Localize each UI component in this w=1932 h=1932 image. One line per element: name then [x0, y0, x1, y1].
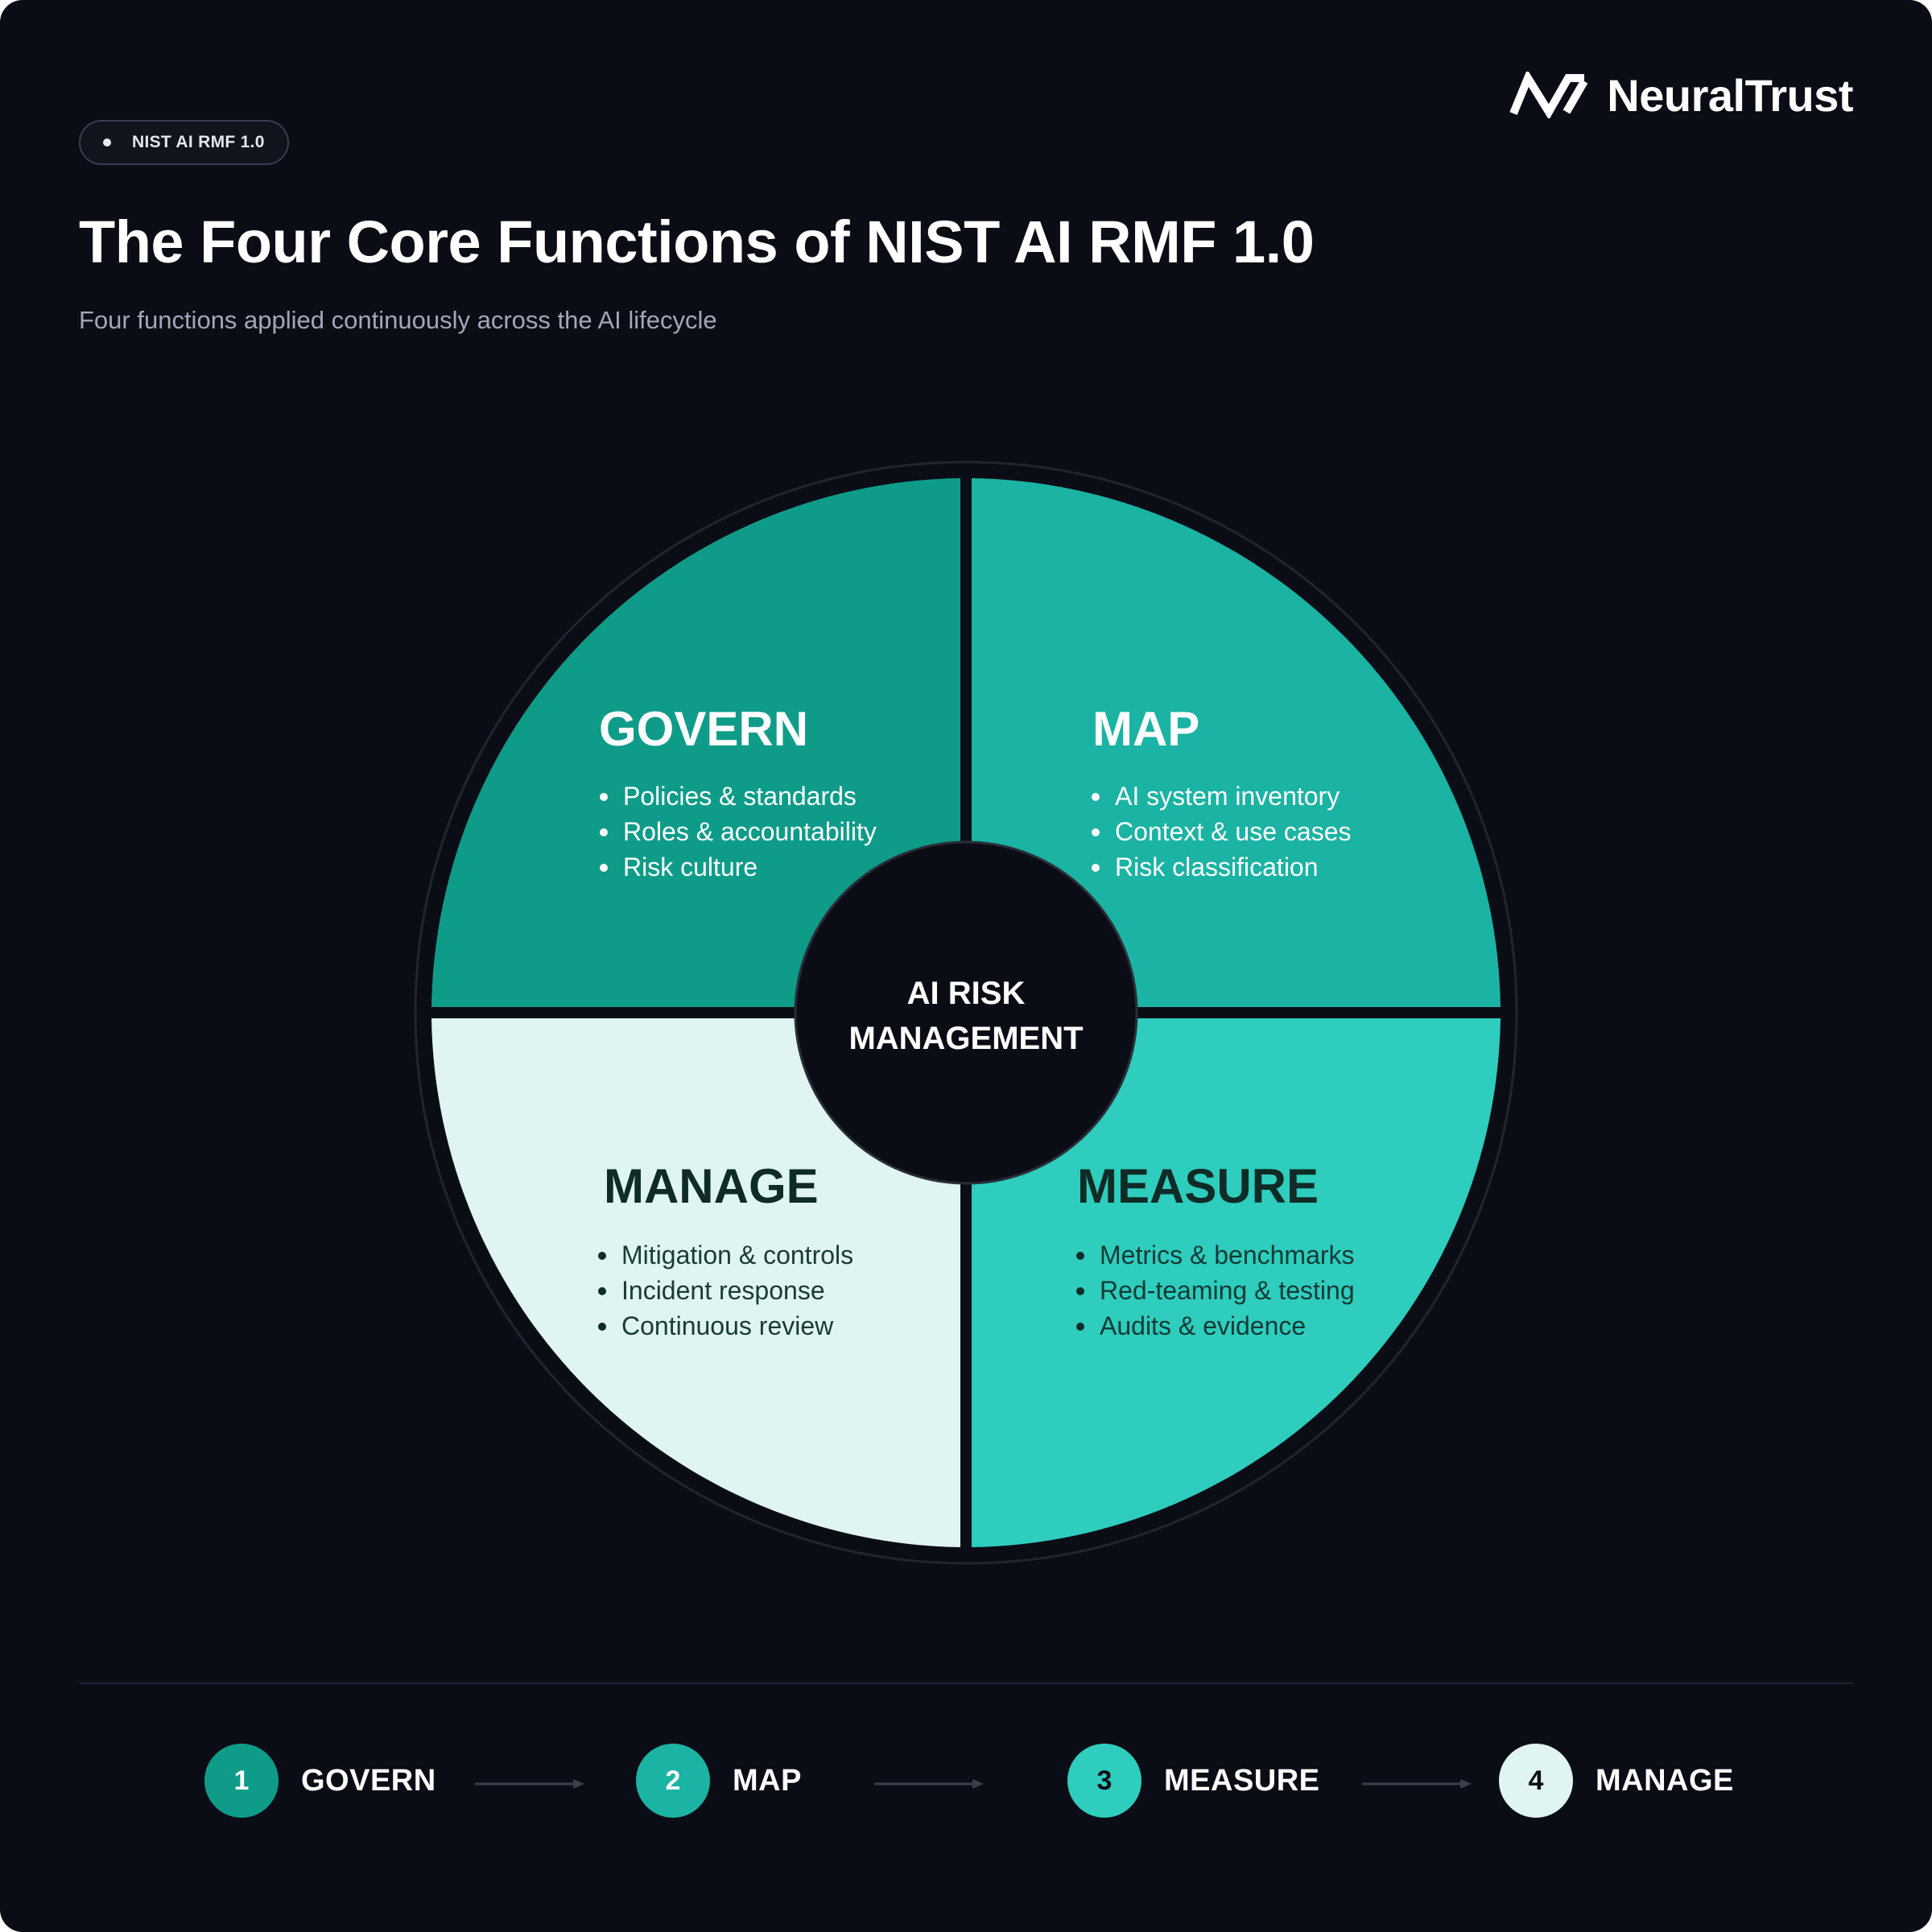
step-manage: 4 MANAGE — [1499, 1743, 1734, 1818]
govern-title: GOVERN — [599, 702, 808, 756]
bullet-icon — [1076, 1287, 1084, 1295]
map-item: Context & use cases — [1115, 817, 1351, 846]
step-label: MAP — [733, 1763, 802, 1798]
measure-item: Metrics & benchmarks — [1100, 1241, 1355, 1269]
manage-item: Continuous review — [621, 1311, 834, 1340]
bullet-icon — [600, 793, 608, 801]
step-label: MANAGE — [1596, 1763, 1734, 1798]
manage-item: Incident response — [621, 1276, 825, 1305]
step-measure: 3 MEASURE — [1067, 1743, 1320, 1818]
bullet-icon — [1092, 828, 1100, 836]
bullet-icon — [1076, 1323, 1084, 1331]
badge-dot-icon — [103, 138, 111, 147]
step-label: MEASURE — [1164, 1763, 1320, 1798]
step-number-badge: 1 — [204, 1744, 279, 1818]
page-title: The Four Core Functions of NIST AI RMF 1… — [79, 208, 1315, 275]
map-item: AI system inventory — [1115, 782, 1340, 811]
center-label-line1: AI RISK — [907, 976, 1026, 1011]
arrow-right-icon — [1362, 1779, 1472, 1789]
manage-title: MANAGE — [604, 1159, 819, 1213]
arrow-right-icon — [874, 1779, 984, 1789]
govern-item: Policies & standards — [623, 782, 857, 811]
quadrant-manage — [431, 1018, 960, 1547]
bullet-icon — [598, 1323, 606, 1331]
quadrant-map — [972, 478, 1501, 1007]
bullet-icon — [598, 1287, 606, 1295]
arrow-right-icon — [475, 1779, 584, 1789]
govern-content: GOVERN Policies & standards Roles & acco… — [599, 702, 877, 881]
bullet-icon — [1092, 793, 1100, 801]
govern-item: Risk culture — [623, 852, 758, 881]
page-subtitle: Four functions applied continuously acro… — [79, 306, 717, 334]
bullet-icon — [598, 1252, 606, 1260]
bullet-icon — [1076, 1252, 1084, 1260]
manage-content: MANAGE Mitigation & controls Incident re… — [598, 1159, 853, 1340]
bullet-icon — [1092, 864, 1100, 872]
map-item: Risk classification — [1115, 852, 1319, 881]
step-number-badge: 2 — [636, 1744, 710, 1818]
quadrant-govern — [431, 478, 960, 1007]
manage-item: Mitigation & controls — [621, 1241, 853, 1269]
map-title: MAP — [1092, 702, 1199, 756]
bullet-icon — [600, 864, 608, 872]
step-label: GOVERN — [301, 1763, 436, 1798]
step-number-badge: 3 — [1067, 1744, 1141, 1818]
brand-name: NeuralTrust — [1607, 69, 1853, 121]
step-number-badge: 4 — [1499, 1744, 1573, 1818]
bullet-icon — [600, 828, 608, 836]
measure-item: Red-teaming & testing — [1100, 1276, 1355, 1305]
measure-title: MEASURE — [1077, 1159, 1319, 1213]
process-steps: 1 GOVERN 2 MAP 3 MEASURE 4 MANAGE — [0, 1743, 1932, 1820]
step-govern: 1 GOVERN — [204, 1743, 436, 1818]
govern-item: Roles & accountability — [623, 817, 877, 846]
center-label-line2: MANAGEMENT — [848, 1021, 1083, 1056]
measure-content: MEASURE Metrics & benchmarks Red-teaming… — [1076, 1159, 1355, 1340]
map-content: MAP AI system inventory Context & use ca… — [1092, 702, 1351, 881]
center-hub — [794, 840, 1138, 1185]
section-divider — [79, 1682, 1853, 1684]
measure-item: Audits & evidence — [1100, 1311, 1306, 1340]
framework-badge: NIST AI RMF 1.0 — [79, 120, 289, 165]
badge-label: NIST AI RMF 1.0 — [132, 133, 265, 151]
neuraltrust-logo-icon — [1509, 72, 1588, 118]
quadrant-measure — [972, 1018, 1501, 1547]
brand-logo: NeuralTrust — [1509, 69, 1853, 121]
step-map: 2 MAP — [636, 1743, 802, 1818]
